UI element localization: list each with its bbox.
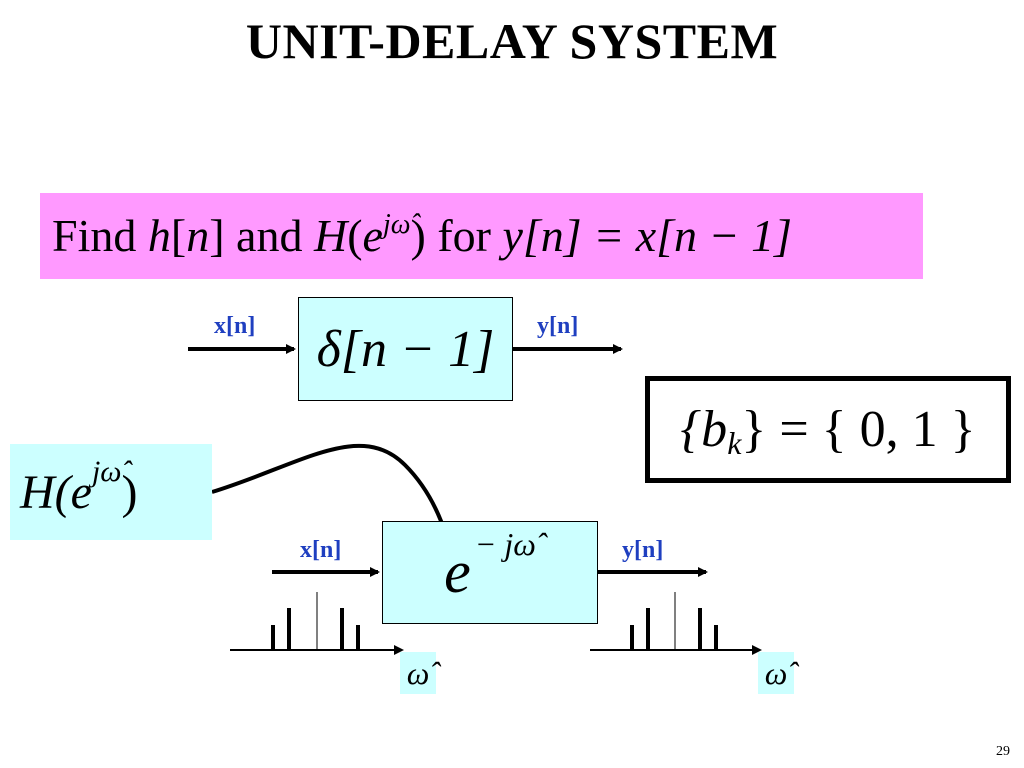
sys2-input-label: x[n]: [300, 537, 342, 563]
problem-n: n: [186, 210, 210, 261]
problem-e: e: [362, 210, 383, 261]
freq-response-close: ): [121, 465, 138, 519]
page-title: UNIT-DELAY SYSTEM: [245, 13, 779, 69]
coef-lhs: {b: [680, 401, 728, 458]
problem-exponent: jω̂: [382, 209, 411, 240]
exp-block-exponent: − jω̂: [474, 526, 536, 562]
delay-block-text: δ[n − 1]: [316, 320, 495, 378]
exp-block-base: e: [444, 539, 471, 605]
coef-sub: k: [727, 425, 742, 461]
output-spectrum: [590, 592, 762, 655]
problem-h: h: [147, 210, 171, 261]
problem-for: for: [437, 210, 491, 261]
exponential-block: e− jω̂: [382, 521, 598, 624]
sys1-input-label: x[n]: [214, 313, 256, 339]
problem-equation: y[n] = x[n − 1]: [502, 210, 792, 261]
page-number: 29: [996, 744, 1010, 759]
freq-response-curve-arrow: [211, 443, 449, 537]
delay-block: δ[n − 1]: [298, 297, 513, 401]
problem-statement: Find h[n] and H(ejω̂) for y[n] = x[n − 1…: [40, 193, 923, 279]
problem-H: H: [313, 210, 348, 261]
sys1-output-label: y[n]: [537, 313, 579, 339]
problem-and: and: [236, 210, 303, 261]
omega-label-right: ω̂: [758, 652, 794, 694]
problem-find: Find: [52, 210, 137, 261]
freq-response-H: H(e: [20, 465, 92, 519]
input-spectrum: [230, 592, 404, 655]
freq-response-exponent: jω̂: [91, 455, 122, 488]
omega-label-left: ω̂: [400, 652, 436, 694]
coef-rhs: } = { 0, 1 }: [741, 401, 976, 458]
sys2-output-label: y[n]: [622, 537, 664, 563]
